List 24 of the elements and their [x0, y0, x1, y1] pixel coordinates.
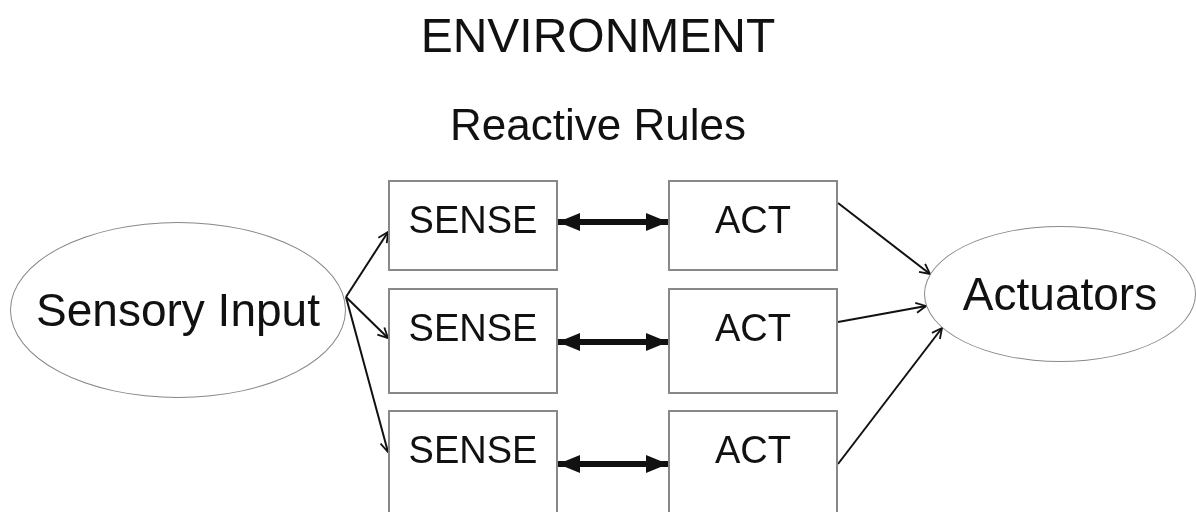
node-label: ACT	[715, 200, 791, 242]
node-label: Sensory Input	[36, 284, 320, 336]
node-label: ACT	[715, 430, 791, 472]
process-box	[388, 288, 558, 394]
group-heading: Reactive Rules	[450, 100, 746, 149]
double-arrow	[558, 213, 668, 231]
node-label: ACT	[715, 308, 791, 350]
process-box	[388, 410, 558, 512]
node-label: Actuators	[962, 268, 1158, 320]
arrow	[837, 327, 943, 465]
node-label: SENSE	[408, 308, 538, 350]
arrow	[837, 301, 927, 323]
diagram-title: ENVIRONMENT	[419, 8, 777, 63]
arrow	[837, 202, 931, 275]
node-label: SENSE	[408, 430, 538, 472]
process-box	[668, 410, 838, 512]
double-arrow	[558, 333, 668, 351]
node-label: SENSE	[408, 200, 538, 242]
arrow	[345, 231, 389, 298]
process-box	[388, 180, 558, 271]
process-box	[668, 180, 838, 271]
process-box	[668, 288, 838, 394]
arrow	[345, 296, 389, 339]
double-arrow	[558, 455, 668, 473]
